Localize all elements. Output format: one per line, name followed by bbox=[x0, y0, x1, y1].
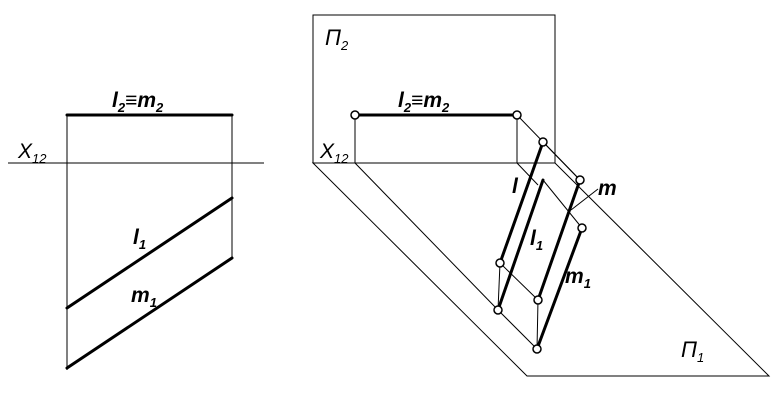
left-top-label: l2≡m2 bbox=[112, 89, 164, 115]
left-view: X12 l2≡m2 l1 m1 bbox=[8, 89, 264, 370]
point-m-bottom bbox=[533, 295, 543, 305]
left-horizontal-projection-l1 bbox=[65, 196, 234, 310]
point-a2 bbox=[350, 110, 360, 120]
plane-p1-label: П1 bbox=[681, 337, 704, 365]
left-horizontal-projection-m1 bbox=[65, 256, 234, 370]
right-axis-label: X12 bbox=[319, 140, 349, 166]
point-m-top bbox=[575, 175, 585, 185]
proj-m1-label: m1 bbox=[565, 265, 591, 291]
construction-lower-front bbox=[497, 309, 538, 350]
receding-line-left bbox=[354, 162, 499, 311]
projection-line-l1 bbox=[496, 178, 545, 312]
space-line-m bbox=[536, 178, 582, 302]
point-m1-top bbox=[577, 223, 587, 233]
point-b2 bbox=[512, 110, 522, 120]
point-l-bottom bbox=[495, 258, 505, 268]
left-m1-label: m1 bbox=[131, 284, 157, 310]
left-l1-label: l1 bbox=[133, 226, 146, 252]
space-l-label: l bbox=[512, 175, 519, 198]
horizontal-plane-p1 bbox=[311, 162, 771, 377]
construction-mid-front bbox=[499, 262, 539, 301]
projection-line-m1 bbox=[535, 226, 584, 351]
construction-vertical-b bbox=[536, 299, 539, 350]
point-l-top bbox=[538, 137, 548, 147]
plane-p2-label: П2 bbox=[325, 25, 349, 53]
m-label-leader bbox=[570, 188, 599, 211]
construction-upper-front bbox=[542, 141, 581, 181]
space-m-label: m bbox=[598, 177, 617, 200]
proj-l1-label: l1 bbox=[530, 227, 543, 253]
left-axis-label: X12 bbox=[17, 140, 47, 166]
space-line-l bbox=[498, 140, 545, 265]
right-top-label: l2≡m2 bbox=[398, 89, 450, 115]
receding-line-right bbox=[516, 162, 539, 186]
construction-mid-right bbox=[542, 179, 583, 229]
point-m1-end bbox=[532, 344, 542, 354]
construction-vertical-a bbox=[497, 262, 501, 311]
point-l1-end bbox=[493, 305, 503, 315]
right-view: П2 П1 X12 l2≡m2 l m l1 m1 bbox=[311, 14, 771, 377]
